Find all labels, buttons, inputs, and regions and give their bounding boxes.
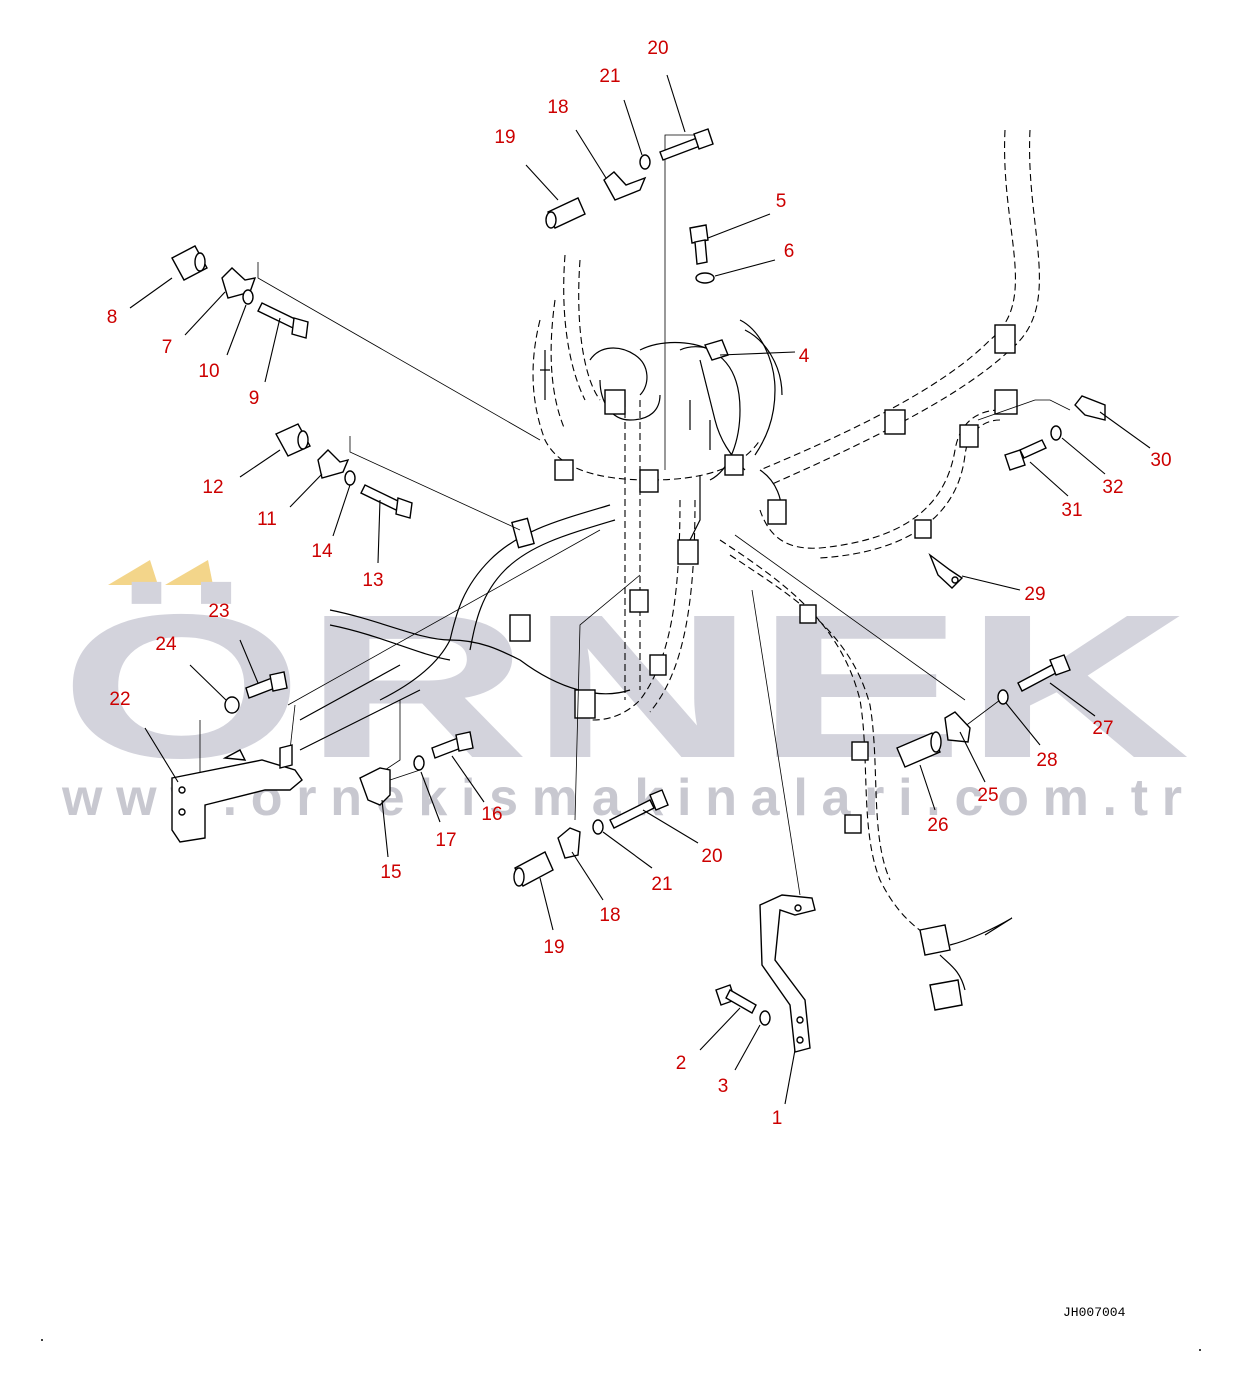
bolt-20-top bbox=[659, 128, 714, 161]
callout-24: 24 bbox=[155, 634, 177, 655]
callout-3: 3 bbox=[718, 1076, 729, 1097]
callout-leaders bbox=[129, 74, 1151, 1105]
callout-22: 22 bbox=[109, 689, 130, 710]
parts bbox=[171, 128, 1106, 1053]
callout-27: 27 bbox=[1092, 718, 1113, 739]
bolt-9 bbox=[257, 302, 309, 339]
watermark-accent-left bbox=[108, 560, 158, 585]
callout-7: 7 bbox=[162, 337, 173, 358]
clip-18-lower bbox=[557, 827, 581, 859]
callout-18-lower: 18 bbox=[599, 905, 620, 926]
bolt-16 bbox=[431, 731, 474, 759]
callout-14: 14 bbox=[311, 541, 333, 562]
bracket-22 bbox=[171, 744, 303, 843]
washer-28 bbox=[997, 689, 1009, 705]
watermark-accent-right bbox=[165, 560, 213, 585]
callout-19-lower: 19 bbox=[543, 937, 564, 958]
terminal-4 bbox=[704, 339, 729, 361]
drawing-code: JH007004 bbox=[1063, 1305, 1126, 1320]
callout-32: 32 bbox=[1102, 477, 1123, 498]
callout-20-top: 20 bbox=[647, 38, 668, 59]
callouts: 20 21 18 19 5 6 4 8 7 10 9 12 11 14 13 3… bbox=[107, 38, 1172, 1129]
corner-mark-right bbox=[1199, 1349, 1201, 1351]
corner-mark-left bbox=[41, 1339, 43, 1341]
callout-6: 6 bbox=[784, 241, 795, 262]
hose-right-upper bbox=[759, 129, 1016, 471]
washer-32 bbox=[1050, 425, 1062, 441]
bolt-20-lower bbox=[609, 789, 669, 829]
callout-12: 12 bbox=[202, 477, 223, 498]
callout-9: 9 bbox=[249, 388, 260, 409]
spacer-26 bbox=[896, 731, 942, 768]
washer-21-top bbox=[639, 154, 651, 170]
washer-17 bbox=[413, 755, 425, 771]
callout-16: 16 bbox=[481, 804, 502, 825]
callout-30: 30 bbox=[1150, 450, 1171, 471]
bracket-1 bbox=[759, 894, 816, 1053]
callout-10: 10 bbox=[198, 361, 219, 382]
spacer-19-lower bbox=[513, 851, 554, 887]
bolt-5 bbox=[689, 224, 709, 265]
callout-25: 25 bbox=[977, 785, 998, 806]
callout-20-lower: 20 bbox=[701, 846, 722, 867]
spacer-19-top bbox=[545, 197, 586, 229]
callout-29: 29 bbox=[1024, 584, 1045, 605]
bolt-23 bbox=[245, 671, 288, 699]
bracket-30 bbox=[1074, 395, 1106, 421]
callout-11: 11 bbox=[257, 509, 277, 530]
washer-3 bbox=[759, 1010, 771, 1026]
spacer-8 bbox=[171, 245, 208, 281]
bolt-13 bbox=[360, 484, 413, 519]
clip-15 bbox=[359, 767, 391, 806]
callout-21-lower: 21 bbox=[651, 874, 672, 895]
bolt-27 bbox=[1017, 654, 1071, 692]
callout-19-top: 19 bbox=[494, 127, 515, 148]
callout-2: 2 bbox=[676, 1053, 687, 1074]
bolt-2 bbox=[715, 984, 757, 1014]
clip-11 bbox=[317, 449, 350, 479]
spacer-12 bbox=[275, 423, 311, 457]
clip-18-top bbox=[603, 171, 647, 201]
washer-10 bbox=[242, 289, 254, 305]
callout-8: 8 bbox=[107, 307, 118, 328]
callout-15: 15 bbox=[380, 862, 401, 883]
callout-17: 17 bbox=[435, 830, 456, 851]
callout-21-top: 21 bbox=[599, 66, 620, 87]
clip-25 bbox=[944, 711, 971, 743]
washer-24 bbox=[224, 696, 240, 714]
callout-28: 28 bbox=[1036, 750, 1057, 771]
harness-assembly bbox=[299, 129, 1040, 1011]
callout-13: 13 bbox=[362, 570, 383, 591]
hose-left bbox=[379, 504, 611, 701]
bolt-31 bbox=[1004, 439, 1047, 471]
callout-23: 23 bbox=[208, 601, 229, 622]
callout-1: 1 bbox=[772, 1108, 783, 1129]
washer-6 bbox=[695, 272, 715, 284]
washer-14 bbox=[344, 470, 356, 486]
callout-31: 31 bbox=[1061, 500, 1082, 521]
callout-5: 5 bbox=[776, 191, 787, 212]
callout-26: 26 bbox=[927, 815, 948, 836]
callout-4: 4 bbox=[799, 346, 810, 367]
callout-18-top: 18 bbox=[547, 97, 568, 118]
washer-21-lower bbox=[592, 819, 604, 835]
assembly-lines bbox=[199, 134, 1071, 896]
